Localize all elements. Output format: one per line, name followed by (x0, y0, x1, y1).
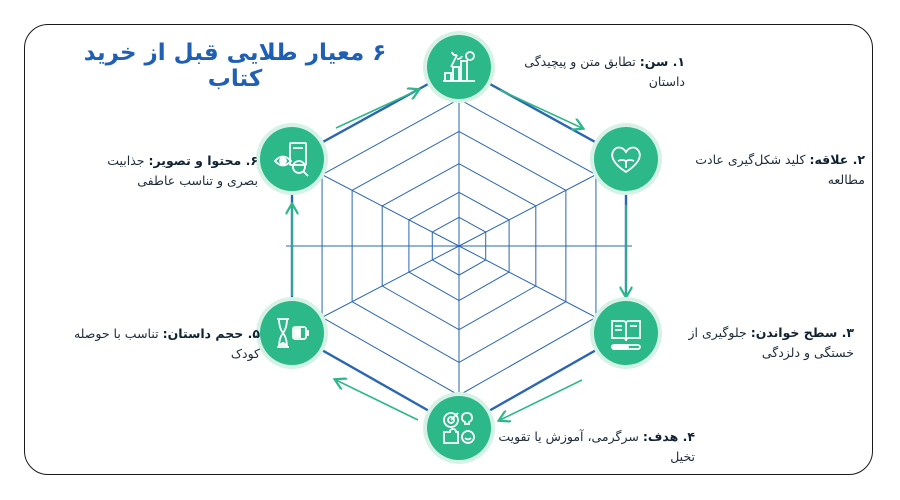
target-puzzle-icon (443, 412, 475, 444)
web-ring (351, 130, 567, 364)
criterion-label-2: ۲. علاقه: کلید شکل‌گیری عادت مطالعه (665, 150, 865, 190)
criterion-name-4: ۴. هدف: (642, 429, 695, 444)
criterion-name-5: ۵. حجم داستان: (162, 326, 260, 341)
node-length (260, 301, 324, 365)
arrow-3-4 (500, 379, 583, 420)
reading-level-icon (611, 320, 641, 350)
criterion-label-4: ۴. هدف: سرگرمی، آموزش یا تقویت تخیل (490, 427, 695, 467)
criterion-label-5: ۵. حجم داستان: تناسب با حوصله کودک (62, 324, 260, 364)
criterion-desc-4: سرگرمی، آموزش یا تقویت تخیل (498, 429, 695, 464)
arrow-1-2 (499, 89, 582, 128)
web-ring (381, 163, 537, 331)
criterion-desc-5: تناسب با حوصله کودک (73, 326, 260, 361)
criterion-label-6: ۶. محتوا و تصویر: جذابیت بصری و تناسب عا… (86, 151, 258, 191)
criterion-label-1: ۱. سن: تطابق متن و پیچیدگی داستان (505, 52, 685, 92)
eye-book-icon (273, 142, 309, 177)
web-ring (431, 216, 487, 276)
criterion-name-3: ۳. سطح خواندن: (750, 325, 854, 340)
criterion-desc-2: کلید شکل‌گیری عادت مطالعه (695, 152, 865, 187)
criterion-name-2: ۲. علاقه: (809, 152, 865, 167)
arrow-4-5 (336, 380, 419, 421)
web-ring (408, 191, 510, 302)
hourglass-battery-icon (277, 318, 309, 348)
web-ring (321, 98, 597, 396)
criterion-label-3: ۳. سطح خواندن: جلوگیری از خستگی و دلزدگی (672, 323, 855, 363)
node-reading-level (594, 301, 658, 365)
growth-chart-icon (443, 51, 475, 82)
node-age (427, 35, 491, 99)
criterion-name-6: ۶. محتوا و تصویر: (148, 153, 258, 168)
infographic-title: ۶ معیار طلایی قبل از خرید کتاب (83, 40, 387, 92)
criterion-desc-1: تطابق متن و پیچیدگی داستان (524, 54, 685, 89)
criterion-desc-6: جذابیت بصری و تناسب عاطفی (107, 153, 258, 188)
criterion-desc-3: جلوگیری از خستگی و دلزدگی (688, 325, 855, 360)
arrow-6-1 (335, 90, 418, 129)
node-content (260, 127, 324, 191)
criterion-name-1: ۱. سن: (639, 54, 685, 69)
heart-book-icon (611, 146, 641, 174)
node-interest (594, 127, 658, 191)
node-purpose (427, 396, 491, 460)
